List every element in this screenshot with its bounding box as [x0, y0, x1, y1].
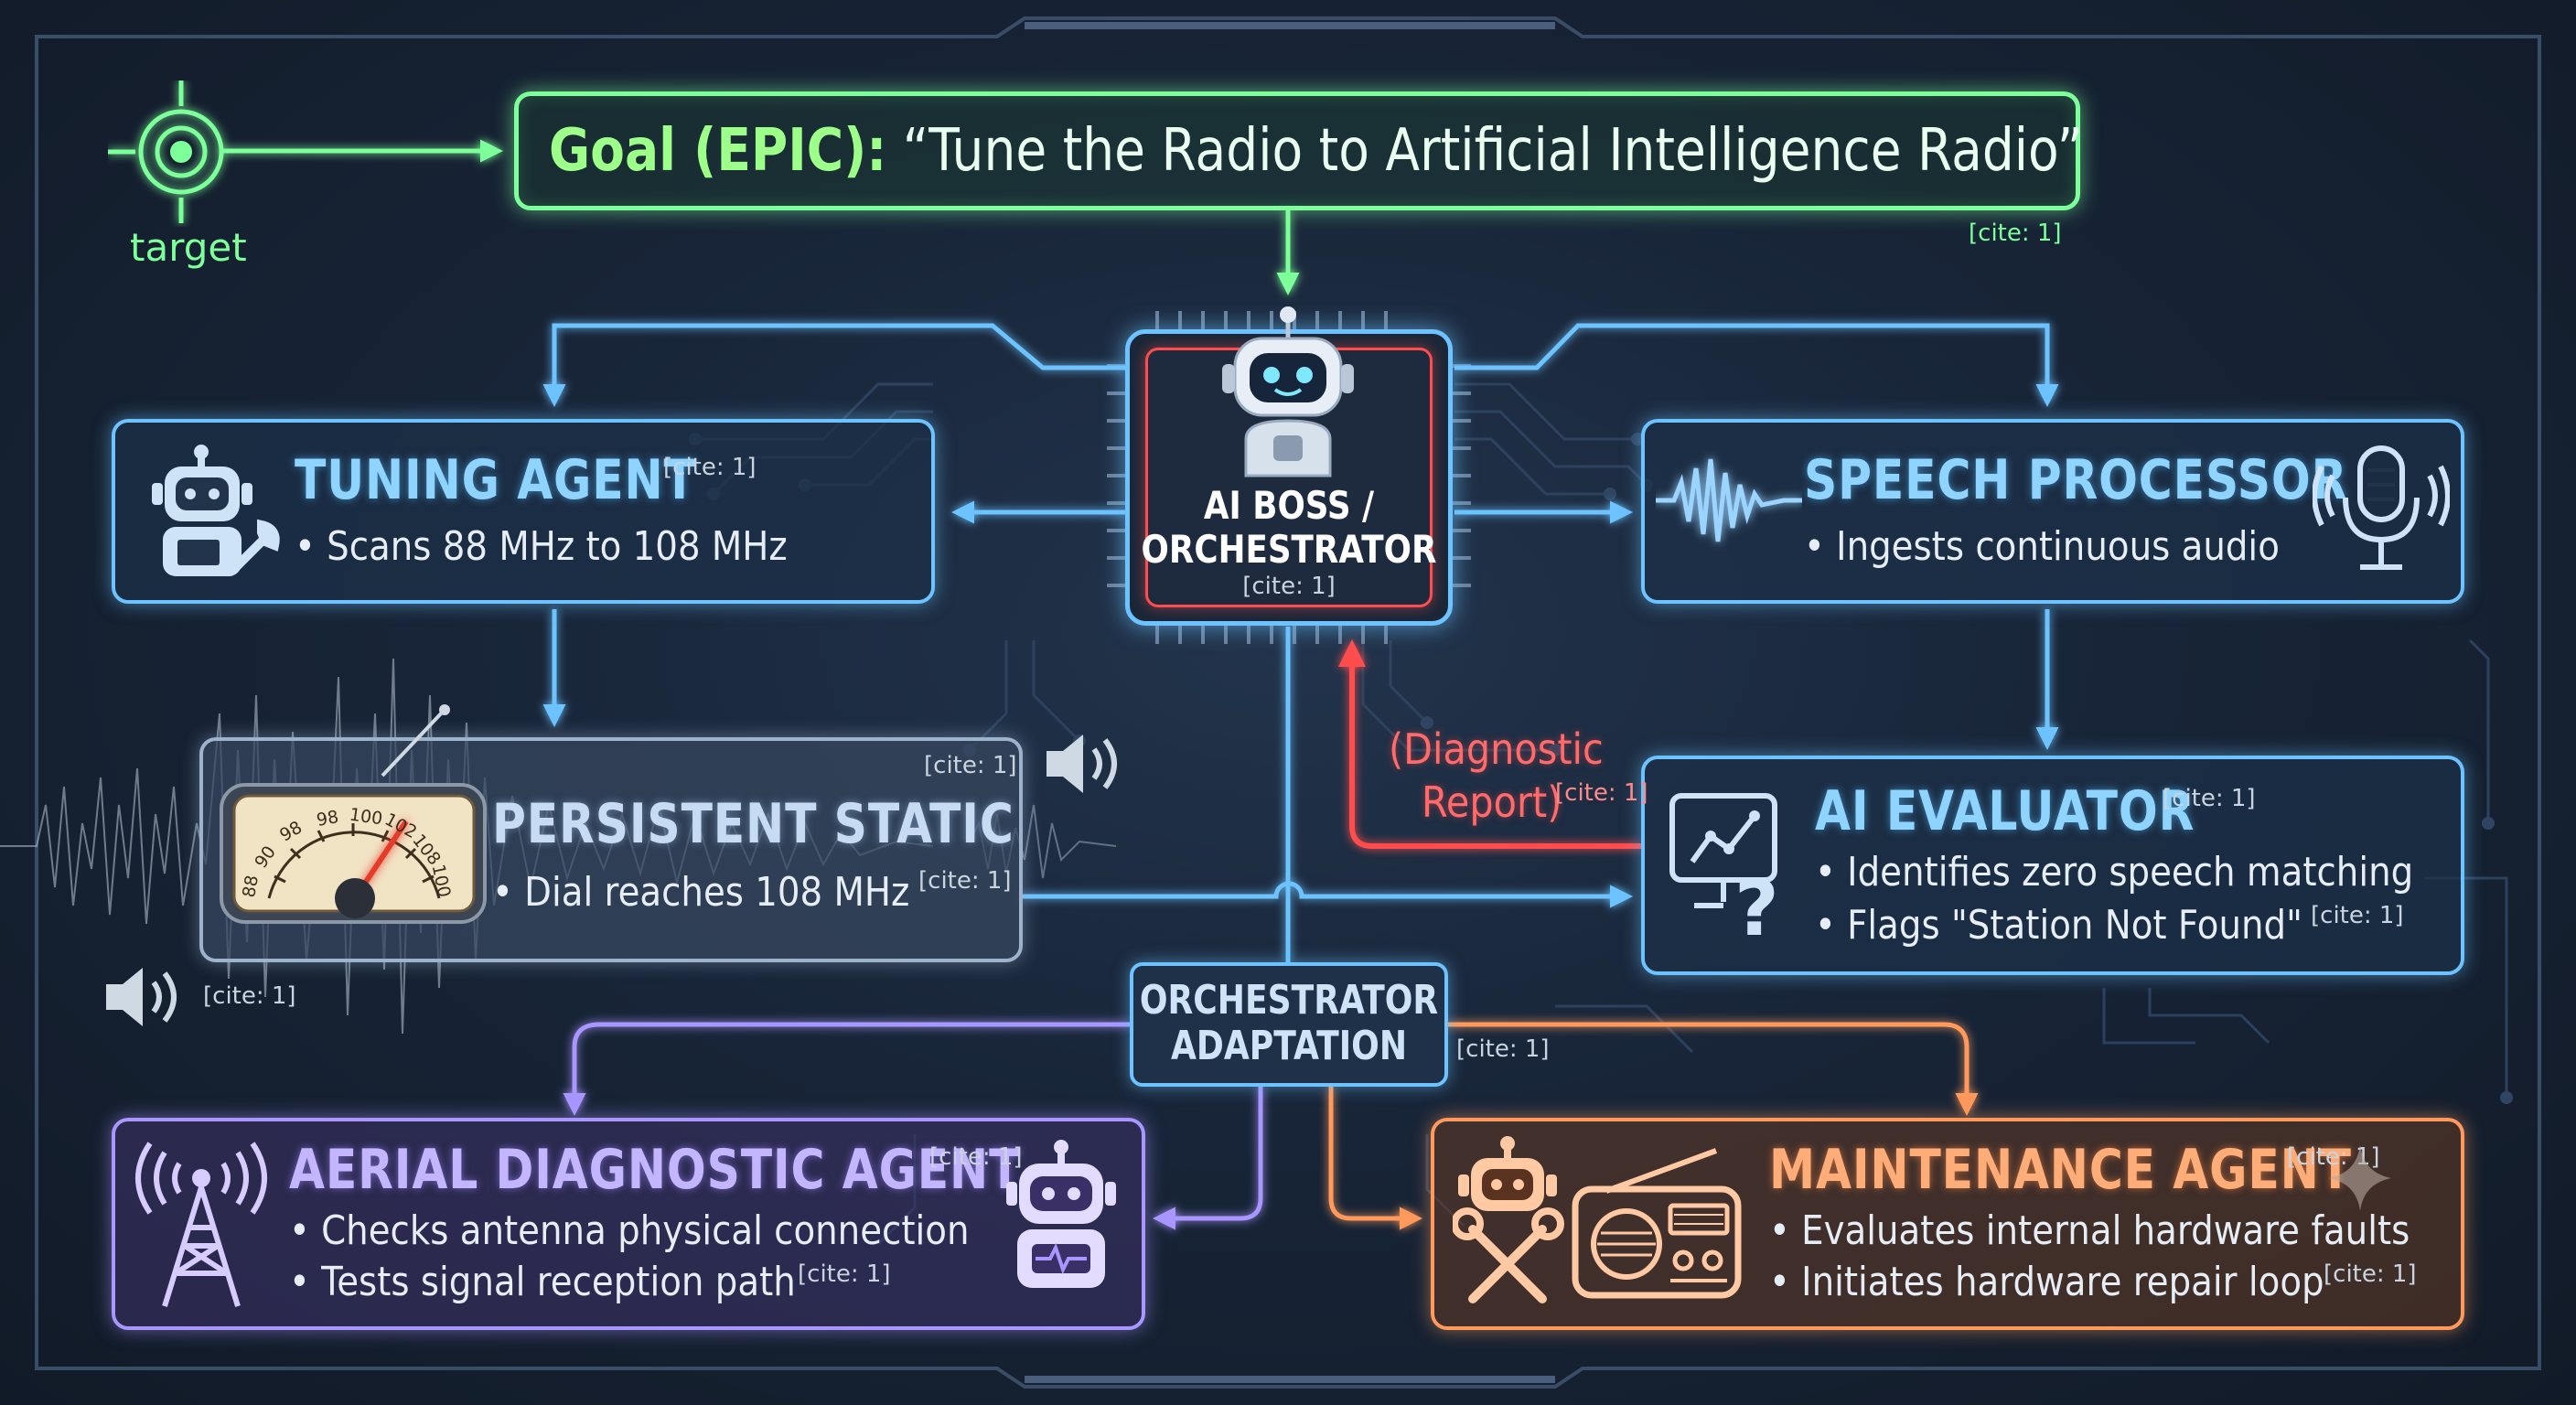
cyan-flow-arrows: [542, 323, 2059, 962]
maintenance-agent-title: MAINTENANCE AGENT: [1769, 1138, 2352, 1202]
speaker-icon-small: [106, 968, 177, 1026]
tuning-agent-box: [112, 419, 935, 604]
robot-tools-icon: [1453, 1136, 1564, 1303]
ai-evaluator-bullet-2: • Flags "Station Not Found": [1815, 902, 2302, 949]
diagnostic-report-line2: Report): [1422, 778, 1562, 827]
speaker-cite: [cite: 1]: [203, 982, 296, 1010]
ai-evaluator-title: AI EVALUATOR: [1815, 779, 2195, 843]
diagnostic-report-line1: (Diagnostic: [1389, 724, 1604, 774]
tuning-agent-title: TUNING AGENT: [295, 448, 696, 512]
robot-heartbeat-icon: [1006, 1140, 1116, 1288]
speech-processor-bullet-1: • Ingests continuous audio: [1804, 523, 2280, 570]
radio-icon: [1572, 1148, 1742, 1299]
purple-adaptation-arrows: [563, 1022, 1263, 1230]
orchestrator-line1: AI BOSS /: [1203, 483, 1375, 528]
sparkle-icon: [2329, 1145, 2391, 1211]
audio-wave-icon: [1656, 458, 1802, 542]
adaptation-line2: ADAPTATION: [1170, 1023, 1408, 1069]
antenna-tower-icon: [135, 1142, 267, 1307]
dial-number-1: 88: [239, 874, 263, 899]
aerial-agent-bullet-2: • Tests signal reception path: [289, 1259, 796, 1305]
maintenance-agent-bullet-2: • Initiates hardware repair loop: [1769, 1259, 2324, 1305]
diagnostic-report-cite: [cite: 1]: [1555, 779, 1648, 807]
goal-text: “Tune the Radio to Artificial Intelligen…: [902, 117, 2084, 185]
adaptation-line1: ORCHESTRATOR: [1139, 977, 1439, 1024]
svg-text:?: ?: [1734, 863, 1779, 946]
target-label: target: [130, 225, 247, 270]
outer-frame: [35, 16, 2541, 1389]
ai-evaluator-bullet-2-cite: [cite: 1]: [2311, 902, 2404, 929]
orchestrator-line2: ORCHESTRATOR: [1141, 527, 1437, 572]
ai-evaluator-bullet-1: • Identifies zero speech matching: [1815, 849, 2414, 896]
tuning-agent-cite: [cite: 1]: [663, 454, 757, 481]
evaluation-chart-icon: ?: [1669, 793, 1779, 946]
goal-arrows: [220, 139, 1300, 295]
target-icon: [108, 80, 224, 223]
robot-wrench-icon: [152, 445, 280, 576]
speech-processor-box: [1641, 419, 2464, 604]
dial-number-4: 98: [315, 807, 340, 831]
robot-boss-icon: [1222, 306, 1354, 477]
maintenance-agent-bullet-1: • Evaluates internal hardware faults: [1769, 1207, 2410, 1254]
orchestrator-cite: [cite: 1]: [1242, 573, 1336, 600]
goal-prefix: Goal (EPIC):: [549, 117, 887, 185]
speaker-icon: [1046, 735, 1117, 793]
orchestrator-adaptation-box: [1130, 962, 1448, 1087]
diagnostic-feedback-arrow: [1338, 639, 1641, 849]
persistent-static-bullet: • Dial reaches 108 MHz: [492, 869, 910, 916]
aerial-agent-bullet-2-cite: [cite: 1]: [798, 1260, 891, 1288]
adaptation-cite: [cite: 1]: [1456, 1035, 1550, 1063]
radio-dial-icon: [220, 704, 487, 924]
orange-adaptation-arrows: [1328, 1022, 1979, 1230]
persistent-static-bullet-cite: [cite: 1]: [918, 867, 1012, 895]
aerial-agent-title: AERIAL DIAGNOSTIC AGENT: [289, 1138, 1022, 1202]
aerial-agent-cite: [cite: 1]: [929, 1143, 1023, 1171]
speech-processor-title: SPEECH PROCESSOR: [1804, 448, 2348, 512]
ai-evaluator-box: [1641, 756, 2464, 975]
persistent-static-title: PERSISTENT STATIC: [492, 792, 1014, 856]
ai-evaluator-cite: [cite: 1]: [2163, 785, 2256, 812]
tuning-agent-bullet-1: • Scans 88 MHz to 108 MHz: [295, 523, 788, 570]
goal-heading: Goal (EPIC): “Tune the Radio to Artifici…: [549, 117, 2083, 185]
chip-pins: [1107, 311, 1471, 644]
persistent-static-cite-top: [cite: 1]: [924, 752, 1017, 779]
aerial-agent-box: [112, 1118, 1145, 1330]
aerial-agent-bullet-1: • Checks antenna physical connection: [289, 1207, 970, 1254]
maintenance-agent-bullet-2-cite: [cite: 1]: [2324, 1260, 2417, 1288]
goal-box: [514, 91, 2080, 210]
goal-cite: [cite: 1]: [1969, 220, 2062, 247]
microphone-icon: [2313, 445, 2450, 570]
